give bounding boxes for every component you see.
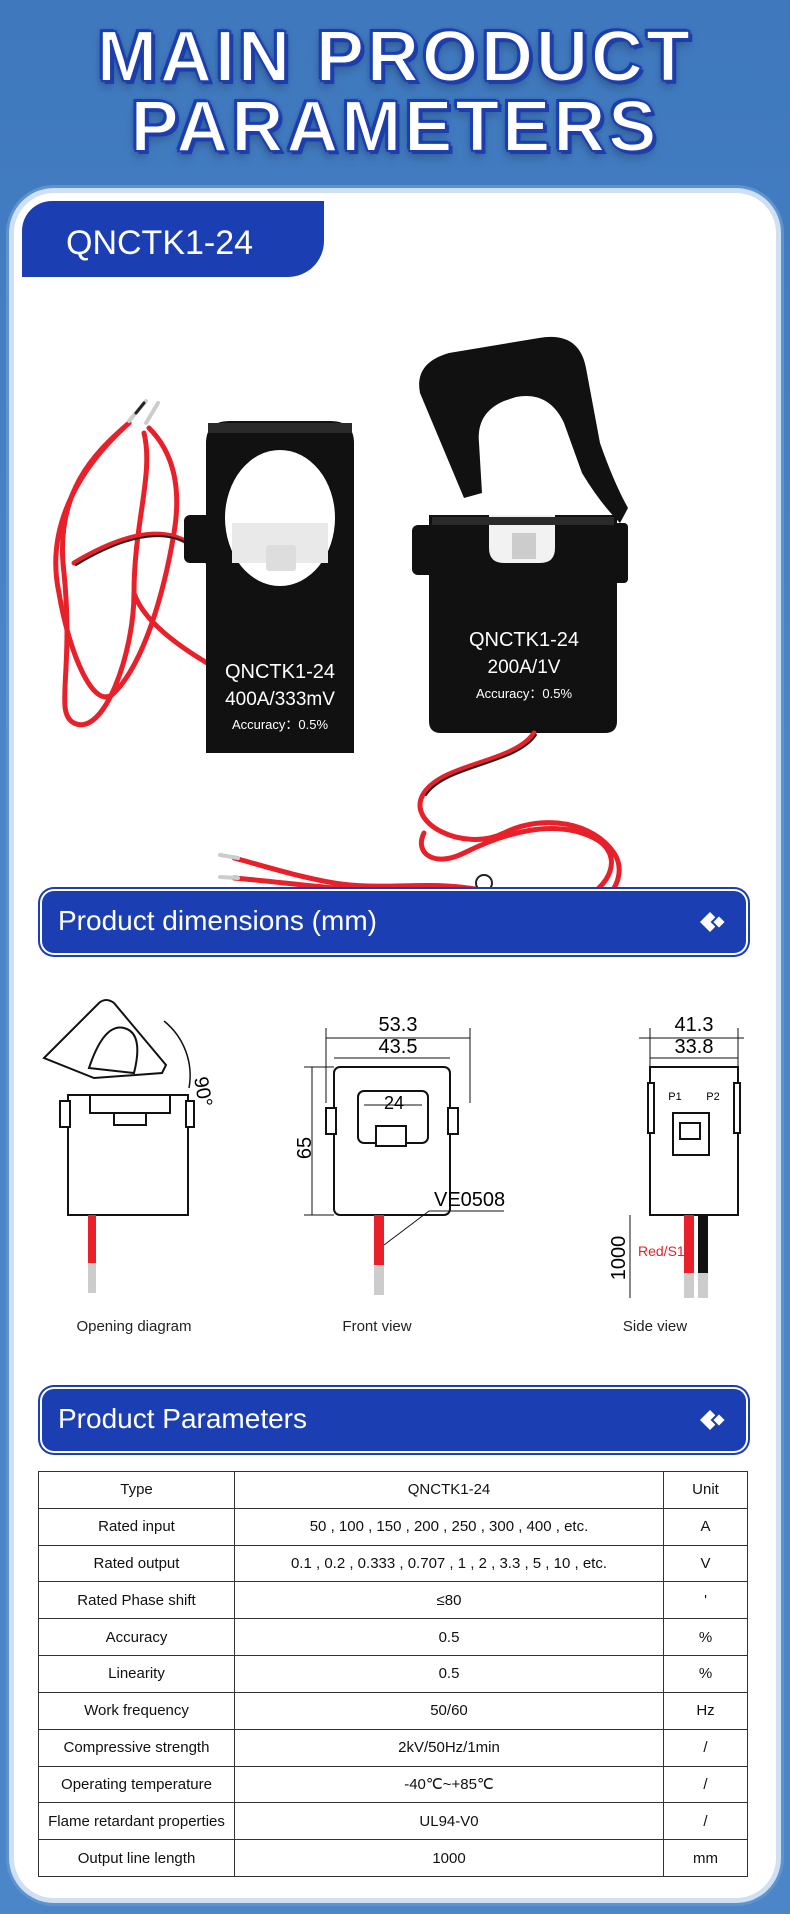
right-ct-model: QNCTK1-24 xyxy=(469,629,579,651)
param-value: UL94-V0 xyxy=(234,1802,664,1841)
param-unit: % xyxy=(663,1618,748,1657)
front-width-outer: 53.3 xyxy=(379,1014,418,1036)
table-row: Rated input 50 , 100 , 150 , 200 , 250 ,… xyxy=(38,1507,748,1546)
table-row: Output line length 1000 mm xyxy=(38,1839,748,1877)
table-header-cell: QNCTK1-24 xyxy=(234,1471,664,1509)
param-name: Rated input xyxy=(38,1507,235,1546)
table-row: Operating temperature -40℃~+85℃ / xyxy=(38,1765,748,1804)
param-name: Work frequency xyxy=(38,1691,235,1730)
param-unit: / xyxy=(663,1802,748,1841)
opening-diagram-caption: Opening diagram xyxy=(76,1318,192,1335)
param-value: 0.1 , 0.2 , 0.333 , 0.707 , 1 , 2 , 3.3 … xyxy=(234,1544,664,1583)
side-p2: P2 xyxy=(706,1091,719,1103)
param-name: Operating temperature xyxy=(38,1765,235,1804)
params-section-title: Product Parameters xyxy=(58,1403,307,1434)
dimensions-section-title: Product dimensions (mm) xyxy=(58,905,377,936)
side-view-caption: Side view xyxy=(622,1318,688,1335)
params-section-header: Product Parameters xyxy=(42,1389,746,1451)
param-value: 50 , 100 , 150 , 200 , 250 , 300 , 400 ,… xyxy=(234,1507,664,1546)
page-title: MAIN PRODUCT PARAMETERS xyxy=(0,17,790,167)
param-value: -40℃~+85℃ xyxy=(234,1765,664,1804)
param-value: 1000 xyxy=(234,1839,664,1877)
param-name: Linearity xyxy=(38,1655,235,1693)
param-value: 50/60 xyxy=(234,1691,664,1730)
left-ct-model: QNCTK1-24 xyxy=(225,661,335,683)
front-view-caption: Front view xyxy=(342,1318,412,1335)
front-height: 65 xyxy=(294,1137,316,1159)
page-title-line2: PARAMETERS xyxy=(130,87,660,167)
side-width-outer: 41.3 xyxy=(675,1014,714,1036)
param-name: Flame retardant properties xyxy=(38,1802,235,1841)
side-wire-label: Red/S1 xyxy=(638,1243,685,1259)
side-view-drawing xyxy=(629,1028,744,1298)
param-name: Accuracy xyxy=(38,1618,235,1657)
param-unit: % xyxy=(663,1655,748,1693)
table-row: Work frequency 50/60 Hz xyxy=(38,1691,748,1730)
opening-diagram xyxy=(42,999,195,1293)
dimensions-section-header: Product dimensions (mm) xyxy=(42,891,746,953)
front-hole: 24 xyxy=(384,1093,404,1113)
model-tab: QNCTK1-24 xyxy=(22,201,324,277)
table-row: Rated Phase shift ≤80 ' xyxy=(38,1581,748,1620)
param-value: 2kV/50Hz/1min xyxy=(234,1728,664,1767)
right-ct-accuracy: Accuracy：0.5% xyxy=(476,686,573,701)
diamond-icon xyxy=(700,912,728,932)
product-photo: QNCTK1-24 400A/333mV Accuracy：0.5% QNCTK… xyxy=(53,336,628,937)
left-ct-rating: 400A/333mV xyxy=(225,689,335,710)
page-title-line1: MAIN PRODUCT xyxy=(96,17,693,97)
param-name: Compressive strength xyxy=(38,1728,235,1767)
front-view-drawing xyxy=(304,1028,504,1295)
table-row: Accuracy 0.5 % xyxy=(38,1618,748,1657)
content-card: QNCTK1-24 QNCTK1-24 400A/333mV Accuracy：… xyxy=(14,193,776,1898)
param-unit: Hz xyxy=(663,1691,748,1730)
param-name: Output line length xyxy=(38,1839,235,1877)
param-name: Rated Phase shift xyxy=(38,1581,235,1620)
param-name: Rated output xyxy=(38,1544,235,1583)
param-value: ≤80 xyxy=(234,1581,664,1620)
side-length: 1000 xyxy=(608,1236,630,1281)
right-ct-rating: 200A/1V xyxy=(488,657,561,678)
params-table: Type QNCTK1-24 Unit Rated input 50 , 100… xyxy=(38,1471,748,1877)
left-ct-body xyxy=(184,421,354,753)
side-p1: P1 xyxy=(668,1091,681,1103)
dimension-drawings: 90° 53.3 43.5 65 24 VE0508 xyxy=(42,999,744,1298)
table-header-cell: Type xyxy=(38,1471,235,1509)
side-width-inner: 33.8 xyxy=(675,1036,714,1058)
table-row: Rated output 0.1 , 0.2 , 0.333 , 0.707 ,… xyxy=(38,1544,748,1583)
left-ct-accuracy: Accuracy：0.5% xyxy=(232,717,329,732)
param-unit: V xyxy=(663,1544,748,1583)
front-terminal: VE0508 xyxy=(434,1189,505,1211)
param-unit: ' xyxy=(663,1581,748,1620)
front-width-inner: 43.5 xyxy=(379,1036,418,1058)
table-header-row: Type QNCTK1-24 Unit xyxy=(38,1471,748,1509)
param-value: 0.5 xyxy=(234,1655,664,1693)
table-row: Linearity 0.5 % xyxy=(38,1655,748,1693)
right-ct-body xyxy=(412,336,628,733)
table-row: Compressive strength 2kV/50Hz/1min / xyxy=(38,1728,748,1767)
opening-angle-label: 90° xyxy=(189,1075,216,1109)
table-row: Flame retardant properties UL94-V0 / xyxy=(38,1802,748,1841)
param-unit: / xyxy=(663,1765,748,1804)
param-unit: A xyxy=(663,1507,748,1546)
param-unit: mm xyxy=(663,1839,748,1877)
param-unit: / xyxy=(663,1728,748,1767)
diamond-icon xyxy=(700,1410,728,1430)
param-value: 0.5 xyxy=(234,1618,664,1657)
table-header-cell: Unit xyxy=(663,1471,748,1509)
